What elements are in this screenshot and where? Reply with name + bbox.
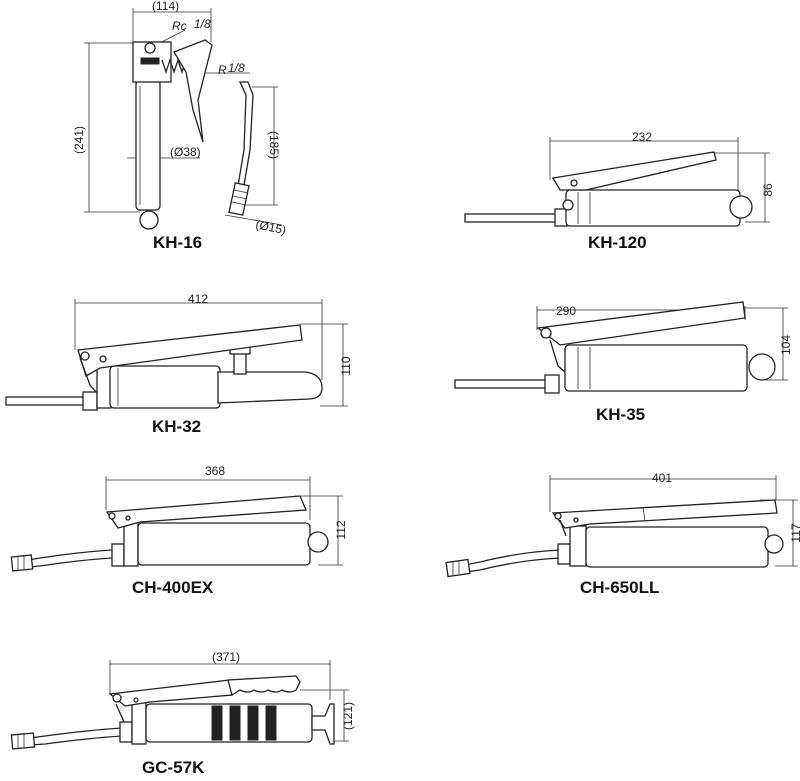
kh16-thread-r-frac: 1/8 — [228, 61, 245, 75]
ch400ex-length-dim: 368 — [205, 464, 225, 478]
gc57k-height-dim: (121) — [341, 702, 355, 730]
kh35-label: KH-35 — [596, 405, 645, 424]
gc57k-length-dim: (371) — [212, 650, 240, 664]
kh16-thread-rc-frac: 1/8 — [194, 17, 211, 31]
ch400ex-drawing — [10, 476, 343, 572]
gc57k-label: GC-57K — [142, 758, 205, 777]
kh35-drawing — [454, 301, 788, 394]
kh16-drawing: (114) (241) (185) (Ø38) (Ø15) Rc 1/8 R 1… — [72, 0, 287, 237]
kh35-length-dim: 290 — [556, 304, 576, 318]
kh35-height-dim: 104 — [779, 335, 793, 355]
kh16-barrel-dia: (Ø38) — [170, 145, 201, 159]
kh120-height-dim: 86 — [761, 183, 775, 197]
kh32-height-dim: 110 — [339, 356, 353, 375]
kh16-thread-r: R — [218, 63, 227, 77]
ch400ex-label: CH-400EX — [132, 578, 214, 597]
ch650ll-label: CH-650LL — [580, 578, 659, 597]
kh16-label: KH-16 — [153, 233, 202, 252]
kh120-length-dim: 232 — [632, 130, 652, 144]
kh16-thread-rc: Rc — [172, 19, 187, 33]
kh16-tube-dim: (185) — [267, 131, 281, 159]
kh32-length-dim: 412 — [188, 292, 208, 306]
ch650ll-drawing — [445, 475, 798, 578]
ch650ll-height-dim: 117 — [789, 523, 800, 542]
kh120-drawing — [464, 137, 770, 227]
kh32-label: KH-32 — [152, 417, 201, 436]
kh16-height-dim: (241) — [72, 126, 86, 154]
gc57k-drawing — [10, 660, 349, 750]
kh16-width-dim: (114) — [152, 0, 179, 13]
kh32-drawing — [5, 299, 348, 411]
kh120-label: KH-120 — [588, 233, 647, 252]
ch400ex-height-dim: 112 — [334, 520, 348, 539]
kh16-nozzle-dia: (Ø15) — [254, 217, 287, 237]
ch650ll-length-dim: 401 — [652, 471, 672, 485]
